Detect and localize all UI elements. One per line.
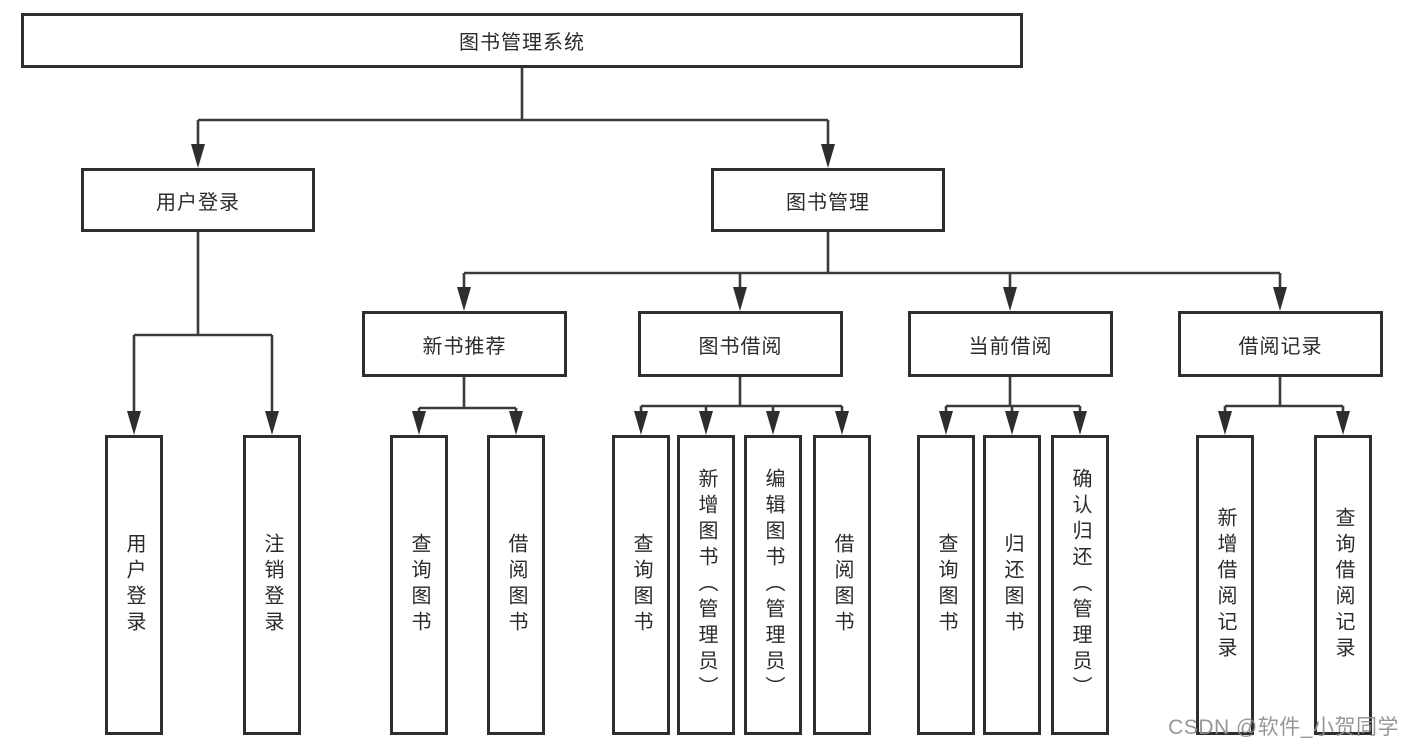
node-label: 归还图书 — [1001, 533, 1023, 637]
node-label: 用户登录 — [123, 533, 145, 637]
node-label: 确认归还（管理员） — [1069, 468, 1091, 702]
leaf-borrow-borrow-books: 借阅图书 — [813, 435, 871, 735]
node-label: 新增借阅记录 — [1214, 507, 1236, 663]
node-current-borrow: 当前借阅 — [908, 311, 1113, 377]
leaf-current-query-books: 查询图书 — [917, 435, 975, 735]
node-label: 查询图书 — [630, 533, 652, 637]
node-label: 图书借阅 — [698, 335, 783, 358]
leaf-logout: 注销登录 — [243, 435, 301, 735]
node-label: 当前借阅 — [968, 335, 1053, 358]
node-new-book-recommend: 新书推荐 — [362, 311, 567, 377]
node-library-system: 图书管理系统 — [21, 13, 1023, 68]
leaf-user-login: 用户登录 — [105, 435, 163, 735]
node-label: 图书管理 — [786, 191, 870, 214]
node-label: 编辑图书（管理员） — [762, 468, 784, 702]
node-label: 用户登录 — [156, 191, 240, 214]
node-label: 新增图书（管理员） — [695, 468, 717, 702]
leaf-record-query-borrow-record: 查询借阅记录 — [1314, 435, 1372, 735]
csdn-watermark: CSDN @软件_小贺同学 — [1168, 716, 1399, 739]
node-book-management: 图书管理 — [711, 168, 945, 232]
node-label: 借阅记录 — [1238, 335, 1323, 358]
leaf-current-confirm-return-admin: 确认归还（管理员） — [1051, 435, 1109, 735]
leaf-recommend-borrow-books: 借阅图书 — [487, 435, 545, 735]
node-label: 查询图书 — [935, 533, 957, 637]
node-label: 借阅图书 — [505, 533, 527, 637]
node-label: 新书推荐 — [422, 335, 507, 358]
node-label: 借阅图书 — [831, 533, 853, 637]
node-label: 查询借阅记录 — [1332, 507, 1354, 663]
leaf-borrow-edit-books-admin: 编辑图书（管理员） — [744, 435, 802, 735]
leaf-borrow-add-books-admin: 新增图书（管理员） — [677, 435, 735, 735]
node-book-borrow: 图书借阅 — [638, 311, 843, 377]
leaf-current-return-books: 归还图书 — [983, 435, 1041, 735]
node-user-login: 用户登录 — [81, 168, 315, 232]
node-label: 查询图书 — [408, 533, 430, 637]
leaf-borrow-query-books: 查询图书 — [612, 435, 670, 735]
node-borrow-record: 借阅记录 — [1178, 311, 1383, 377]
node-label: 注销登录 — [261, 533, 283, 637]
leaf-record-add-borrow-record: 新增借阅记录 — [1196, 435, 1254, 735]
arrowhead-group — [127, 144, 1350, 435]
node-label: 图书管理系统 — [459, 32, 585, 54]
leaf-recommend-query-books: 查询图书 — [390, 435, 448, 735]
